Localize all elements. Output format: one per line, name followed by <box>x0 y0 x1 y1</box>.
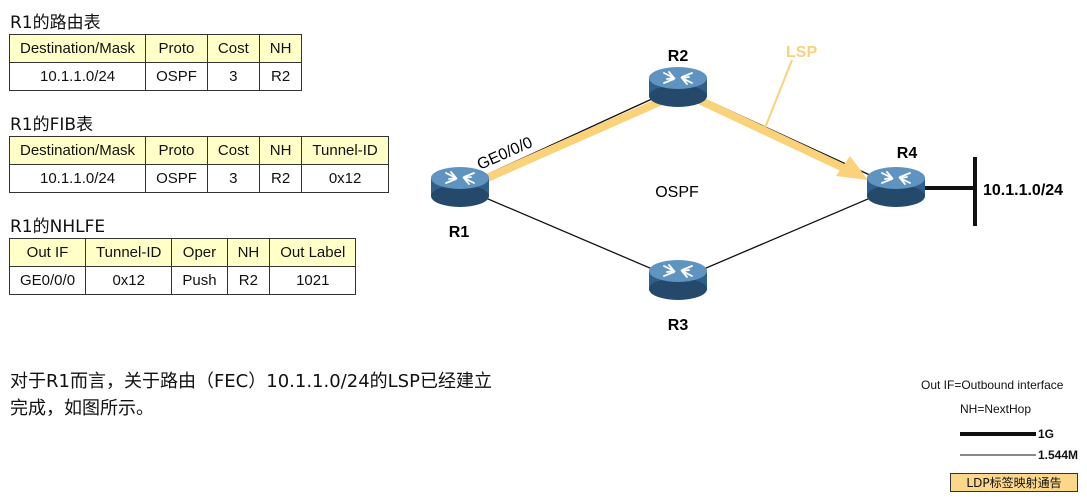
fib-table: Destination/Mask Proto Cost NH Tunnel-ID… <box>8 136 389 193</box>
column-header: Tunnel-ID <box>301 136 389 165</box>
table-cell: 0x12 <box>85 266 173 295</box>
router-r3-icon[interactable] <box>648 259 708 301</box>
table-cell: Push <box>171 266 228 295</box>
table-cell: 10.1.1.0/24 <box>8 62 147 91</box>
column-header: Proto <box>145 34 208 63</box>
table-cell: 1021 <box>269 266 357 295</box>
table-cell: OSPF <box>145 164 208 193</box>
description-line-1: 对于R1而言，关于路由（FEC）10.1.1.0/24的LSP已经建立 <box>10 371 492 392</box>
column-header: Oper <box>171 238 228 267</box>
column-header: NH <box>226 238 271 267</box>
table-cell: 3 <box>206 164 260 193</box>
link-r3-r4 <box>677 186 897 281</box>
column-header: NH <box>258 34 303 63</box>
table-cell: R2 <box>258 62 303 91</box>
description-text: 对于R1而言，关于路由（FEC）10.1.1.0/24的LSP已经建立 完成，如… <box>10 368 492 422</box>
ldp-label-mapping-button[interactable]: LDP标签映射通告 <box>950 473 1078 492</box>
router-r2-icon[interactable] <box>648 66 708 108</box>
router-r1-label: R1 <box>449 224 470 241</box>
legend-thick-label: 1G <box>1038 427 1055 441</box>
table-header-row: Destination/Mask Proto Cost NH Tunnel-ID <box>8 136 389 165</box>
column-header: NH <box>258 136 303 165</box>
table-row: 10.1.1.0/24 OSPF 3 R2 <box>8 62 303 91</box>
nhlfe-table: Out IF Tunnel-ID Oper NH Out Label GE0/0… <box>8 238 357 295</box>
fib-table-title: R1的FIB表 <box>10 115 94 135</box>
routing-table-title: R1的路由表 <box>10 13 101 33</box>
router-r2-label: R2 <box>668 48 689 65</box>
router-r3-label: R3 <box>668 317 689 334</box>
network-label: 10.1.1.0/24 <box>983 182 1063 199</box>
table-cell: R2 <box>258 164 303 193</box>
routing-table: Destination/Mask Proto Cost NH 10.1.1.0/… <box>8 34 303 91</box>
column-header: Destination/Mask <box>8 34 147 63</box>
column-header: Destination/Mask <box>8 136 147 165</box>
router-r4-icon[interactable] <box>866 166 926 208</box>
lsp-callout-line <box>764 59 793 129</box>
column-header: Cost <box>206 136 260 165</box>
table-cell: OSPF <box>145 62 208 91</box>
router-r4-label: R4 <box>897 145 918 162</box>
column-header: Out Label <box>269 238 357 267</box>
table-header-row: Destination/Mask Proto Cost NH <box>8 34 303 63</box>
ospf-area-label: OSPF <box>655 184 699 201</box>
legend-nh: NH=NextHop <box>960 402 1032 416</box>
lsp-label: LSP <box>786 44 817 61</box>
column-header: Tunnel-ID <box>85 238 173 267</box>
link-r1-r3 <box>459 186 679 281</box>
table-header-row: Out IF Tunnel-ID Oper NH Out Label <box>8 238 357 267</box>
table-cell: GE0/0/0 <box>8 266 87 295</box>
table-cell: 3 <box>206 62 260 91</box>
table-cell: R2 <box>226 266 271 295</box>
ldp-button-label: LDP标签映射通告 <box>966 476 1062 490</box>
table-row: GE0/0/0 0x12 Push R2 1021 <box>8 266 357 295</box>
table-cell: 10.1.1.0/24 <box>8 164 147 193</box>
column-header: Cost <box>206 34 260 63</box>
nhlfe-table-title: R1的NHLFE <box>10 217 106 237</box>
legend-thin-label: 1.544M <box>1038 448 1079 462</box>
column-header: Proto <box>145 136 208 165</box>
description-line-2: 完成，如图所示。 <box>10 398 154 419</box>
table-cell: 0x12 <box>301 164 389 193</box>
table-row: 10.1.1.0/24 OSPF 3 R2 0x12 <box>8 164 389 193</box>
legend-out-if: Out IF=Outbound interface <box>921 378 1064 392</box>
